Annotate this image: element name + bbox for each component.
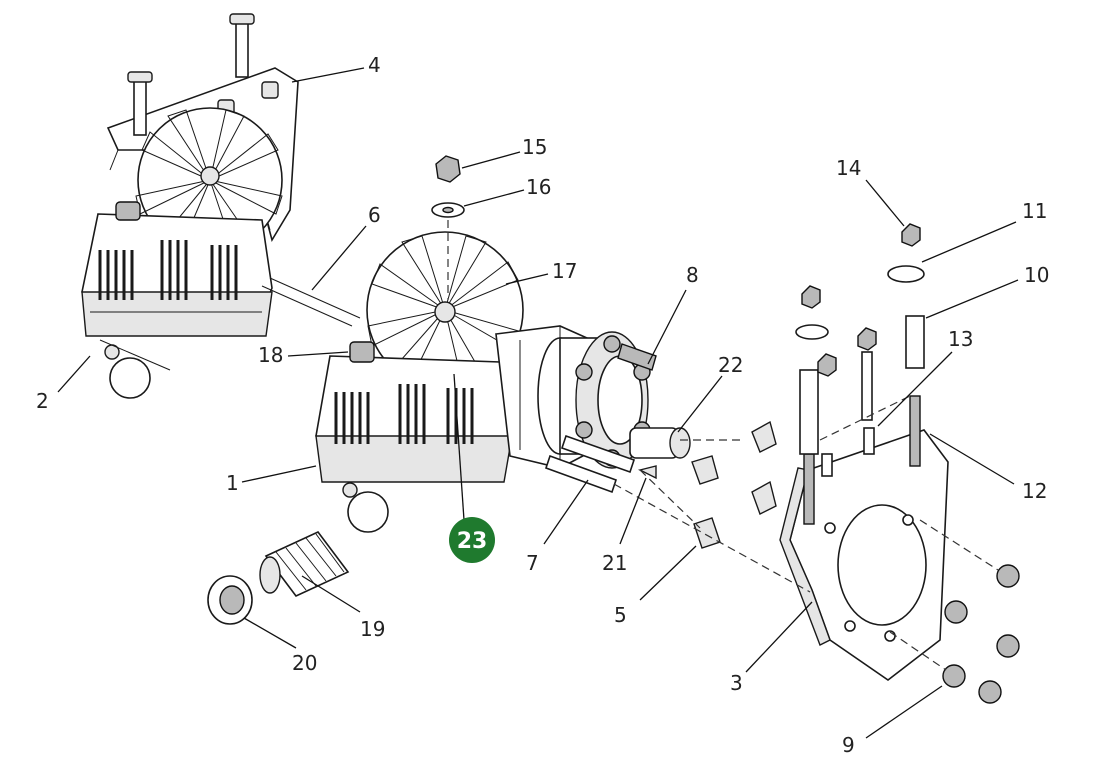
highlight-label: 23 — [457, 529, 488, 554]
leader-lines — [57, 67, 1019, 739]
callout-16: 16 — [526, 175, 551, 199]
callout-20: 20 — [292, 651, 317, 675]
callout-9: 9 — [842, 733, 855, 757]
callout-14: 14 — [836, 156, 861, 180]
mounting-bracket — [691, 223, 1020, 704]
highlight-badge-23: 23 — [449, 517, 495, 563]
callout-21: 21 — [602, 551, 627, 575]
callout-15: 15 — [522, 135, 547, 159]
callout-12: 12 — [1022, 479, 1047, 503]
callout-2: 2 — [36, 389, 49, 413]
left-transaxle — [81, 13, 299, 399]
callout-8: 8 — [686, 263, 699, 287]
callout-17: 17 — [552, 259, 577, 283]
callout-4: 4 — [368, 53, 381, 77]
callout-6: 6 — [368, 203, 381, 227]
callout-7: 7 — [526, 551, 539, 575]
callout-5: 5 — [614, 603, 627, 627]
callout-19: 19 — [360, 617, 385, 641]
callout-10: 10 — [1024, 263, 1049, 287]
callout-3: 3 — [730, 671, 743, 695]
callout-1: 1 — [226, 471, 239, 495]
spline-coupler — [207, 531, 350, 625]
callout-13: 13 — [948, 327, 973, 351]
callout-22: 22 — [718, 353, 743, 377]
center-transaxle — [315, 231, 691, 533]
callout-18: 18 — [258, 343, 283, 367]
callout-11: 11 — [1022, 199, 1047, 223]
fan-hardware — [431, 155, 465, 300]
